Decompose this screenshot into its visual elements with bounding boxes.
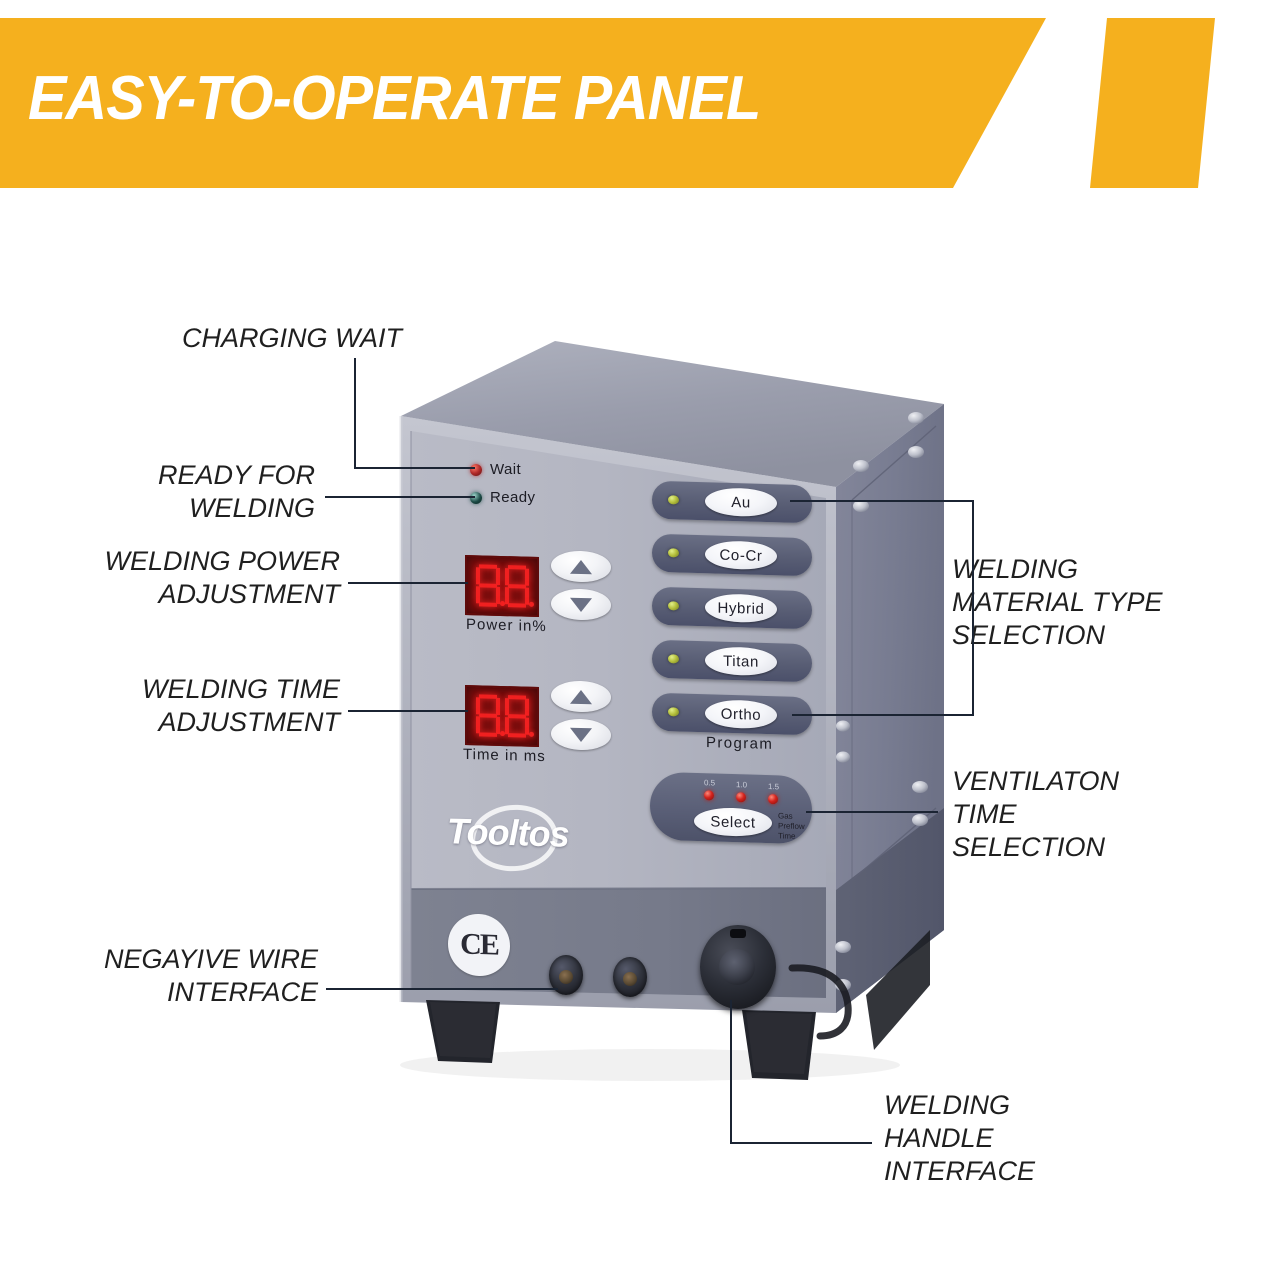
wait-led bbox=[470, 464, 482, 476]
time-digit-1 bbox=[475, 693, 505, 738]
program-row-ortho[interactable]: Ortho bbox=[652, 692, 812, 736]
gas-preflow-pod[interactable]: 0.5 1.0 1.5 Select Gas Preflow Time bbox=[650, 771, 812, 845]
wait-label: Wait bbox=[490, 461, 522, 478]
program-row-titan[interactable]: Titan bbox=[652, 639, 812, 683]
header-banner: EASY-TO-OPERATE PANEL bbox=[0, 18, 1280, 188]
program-button-au[interactable]: Au bbox=[705, 487, 777, 518]
time-caption: Time in ms bbox=[463, 745, 546, 766]
jack-core-icon bbox=[559, 970, 573, 984]
program-led-titan bbox=[668, 654, 679, 664]
program-button-ortho[interactable]: Ortho bbox=[705, 699, 777, 730]
power-digit-2 bbox=[504, 564, 534, 609]
gas-tick-1: 1.0 bbox=[736, 780, 748, 790]
gas-preflow-caption: Gas Preflow Time bbox=[778, 811, 805, 841]
leader-welding-handle-v bbox=[730, 1000, 732, 1143]
negative-wire-jack-2[interactable] bbox=[613, 957, 647, 997]
welding-handle-connector[interactable] bbox=[700, 925, 776, 1009]
callout-material-type: WELDING MATERIAL TYPE SELECTION bbox=[952, 554, 1163, 650]
program-led-ortho bbox=[668, 707, 679, 717]
leader-charging-wait-v bbox=[354, 358, 356, 468]
ready-led bbox=[470, 492, 482, 504]
program-caption: Program bbox=[706, 734, 774, 753]
chevron-up-icon bbox=[570, 689, 592, 704]
chevron-down-icon bbox=[570, 597, 592, 612]
gas-led-05 bbox=[704, 790, 714, 801]
leader-welding-power bbox=[348, 582, 468, 584]
leader-material-type-v bbox=[972, 500, 974, 715]
leader-negative-wire bbox=[326, 988, 558, 990]
power-digit-1 bbox=[475, 563, 505, 608]
screw-set bbox=[835, 412, 928, 991]
leader-material-type-top bbox=[790, 500, 974, 502]
program-button-hybrid[interactable]: Hybrid bbox=[705, 593, 777, 624]
leader-welding-time bbox=[348, 710, 468, 712]
program-row-cocr[interactable]: Co-Cr bbox=[652, 533, 812, 577]
banner-shape-primary bbox=[0, 18, 1046, 188]
callout-welding-time: WELDING TIME ADJUSTMENT bbox=[141, 674, 340, 737]
leader-material-type-bottom bbox=[792, 714, 974, 716]
time-display bbox=[465, 684, 539, 748]
chevron-up-icon bbox=[570, 559, 592, 574]
callout-ready-for-welding: READY FOR WELDING bbox=[157, 460, 315, 523]
program-row-au[interactable]: Au bbox=[652, 480, 812, 524]
power-display bbox=[465, 554, 539, 618]
gas-select-button[interactable]: Select bbox=[694, 806, 772, 838]
banner-shape-stripe bbox=[1090, 18, 1215, 188]
callout-welding-power: WELDING POWER ADJUSTMENT bbox=[104, 546, 340, 609]
brand-logo: Tooltos bbox=[447, 810, 569, 855]
gas-tick-0: 0.5 bbox=[704, 778, 716, 788]
callout-ventilation-time: VENTILATON TIME SELECTION bbox=[952, 766, 1120, 862]
program-led-cocr bbox=[668, 548, 679, 558]
program-button-titan[interactable]: Titan bbox=[705, 646, 777, 677]
callout-charging-wait: CHARGING WAIT bbox=[182, 323, 403, 353]
program-led-hybrid bbox=[668, 601, 679, 611]
leader-ventilation-time bbox=[806, 811, 938, 813]
jack-core-icon bbox=[623, 972, 637, 986]
gas-tick-2: 1.5 bbox=[768, 782, 780, 792]
connector-notch-icon bbox=[730, 929, 746, 938]
leader-charging-wait-h bbox=[354, 467, 475, 469]
chevron-down-icon bbox=[570, 727, 592, 742]
callout-negative-wire: NEGAYIVE WIRE INTERFACE bbox=[103, 944, 318, 1007]
program-row-hybrid[interactable]: Hybrid bbox=[652, 586, 812, 630]
leader-ready-for-welding bbox=[325, 496, 475, 498]
page-title: EASY-TO-OPERATE PANEL bbox=[28, 64, 761, 133]
program-button-cocr[interactable]: Co-Cr bbox=[705, 540, 777, 571]
gas-led-15 bbox=[768, 794, 778, 805]
time-digit-2 bbox=[504, 694, 534, 739]
callout-welding-handle: WELDING HANDLE INTERFACE bbox=[884, 1090, 1036, 1186]
leader-welding-handle-h bbox=[730, 1142, 872, 1144]
gas-led-10 bbox=[736, 792, 746, 803]
program-led-au bbox=[668, 495, 679, 505]
ready-label: Ready bbox=[490, 489, 536, 506]
power-caption: Power in% bbox=[466, 615, 547, 636]
connector-hub-icon bbox=[719, 949, 755, 985]
